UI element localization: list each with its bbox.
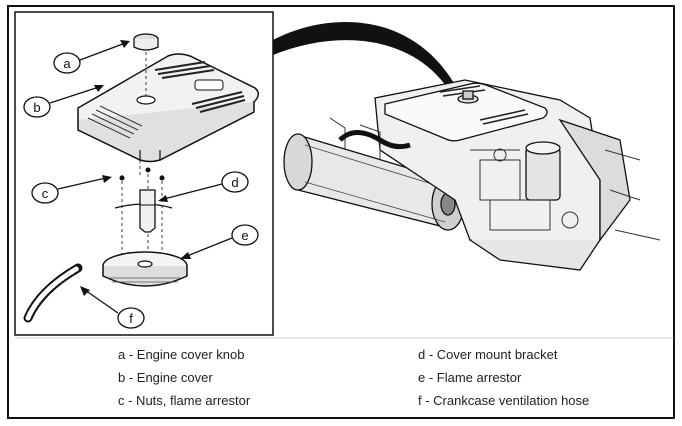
- cover-mount-bracket-drawing: [114, 189, 173, 233]
- callout-d: d: [221, 171, 249, 193]
- callout-c-label: c: [42, 186, 49, 201]
- assembly-lines: [121, 52, 163, 262]
- callout-e: e: [231, 224, 259, 246]
- callout-c: c: [31, 182, 59, 204]
- legend-item-f: f - Crankcase ventilation hose: [418, 393, 590, 408]
- flame-arrestor-nuts-drawing: [119, 167, 165, 181]
- crankcase-ventilation-hose-drawing: [23, 263, 83, 323]
- callout-a-label: a: [63, 56, 71, 71]
- legend-item-b: b - Engine cover: [118, 370, 213, 385]
- callout-b-label: b: [33, 100, 40, 115]
- callout-leaders: [49, 41, 233, 314]
- callout-f: f: [117, 307, 145, 329]
- engine-cover-drawing: [77, 53, 259, 163]
- callout-arrowheads: [80, 40, 191, 296]
- callout-b: b: [23, 96, 51, 118]
- legend-item-c: c - Nuts, flame arrestor: [118, 393, 251, 408]
- callout-e-label: e: [241, 228, 248, 243]
- legend-item-e: e - Flame arrestor: [418, 370, 522, 385]
- callout-f-label: f: [129, 311, 133, 326]
- engine-assembly-drawing: [283, 79, 661, 271]
- engine-cover-knob-drawing: [133, 33, 159, 51]
- callout-a: a: [53, 52, 81, 74]
- detail-leader-swoosh: [273, 21, 462, 100]
- flame-arrestor-drawing: [102, 251, 188, 287]
- legend-item-a: a - Engine cover knob: [118, 347, 245, 362]
- legend-item-d: d - Cover mount bracket: [418, 347, 558, 362]
- callout-d-label: d: [231, 175, 238, 190]
